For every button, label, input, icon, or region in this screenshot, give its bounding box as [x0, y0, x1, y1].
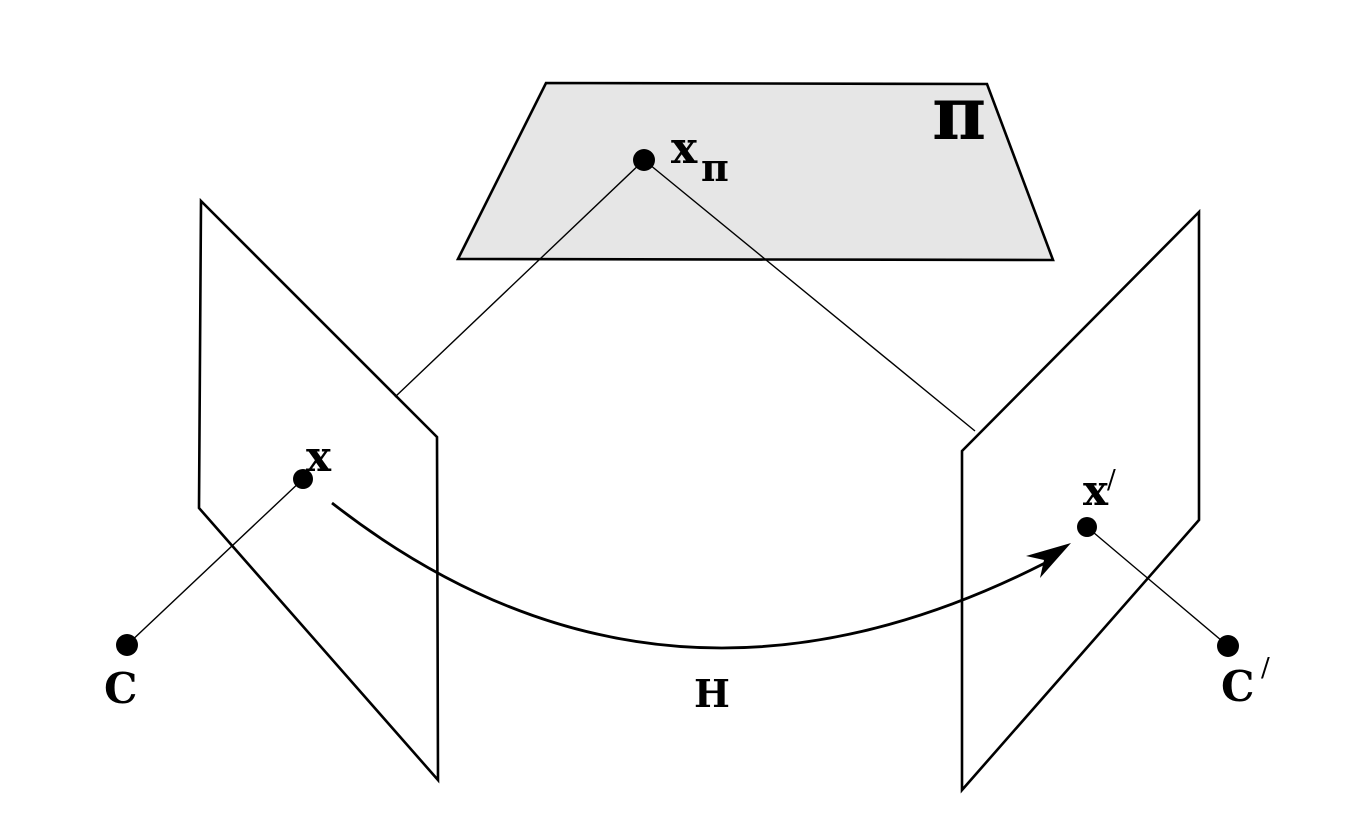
label-x: x: [306, 432, 332, 481]
label-C-prime-base: C: [1221, 662, 1254, 711]
label-C: C: [104, 664, 137, 713]
point-x-pi: [633, 149, 655, 171]
homography-arrow-head-icon: [1026, 543, 1071, 578]
camera-center-C-prime: [1217, 635, 1239, 657]
right-image-plane: [960, 208, 1201, 794]
label-C-prime-tick: /: [1261, 653, 1270, 683]
point-x: [293, 469, 313, 489]
label-plane-pi: π: [932, 71, 986, 157]
ray-xpi-to-left-plane: [394, 159, 645, 398]
homography-arrow-curve: [331, 501, 1046, 650]
ray-xpi-to-right-plane: [643, 159, 976, 432]
label-H: H: [694, 671, 730, 716]
scene-plane-pi: [455, 81, 1055, 262]
label-x-prime-tick: /: [1107, 465, 1116, 495]
camera-center-C: [116, 634, 138, 656]
left-image-plane: [197, 197, 440, 784]
ray-xprime-to-camera-Cprime: [1086, 526, 1229, 647]
ray-x-to-camera-C: [126, 478, 304, 646]
label-x-pi-subscript: π: [701, 145, 729, 190]
label-x-prime-base: x: [1083, 466, 1109, 515]
label-x-pi-base: x: [671, 123, 698, 174]
point-x-prime: [1077, 517, 1097, 537]
